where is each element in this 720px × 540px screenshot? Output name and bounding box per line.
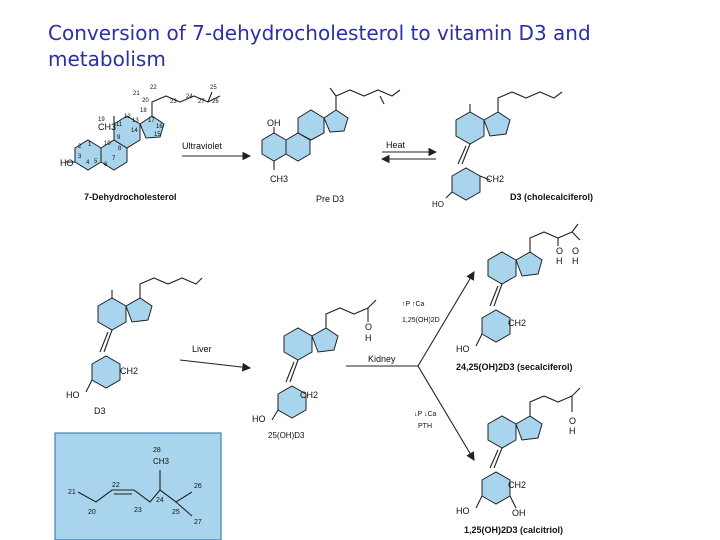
atom-number: 27 (194, 519, 202, 526)
atom-number: 10 (104, 141, 111, 147)
structure-d3-cholecalciferol (445, 91, 563, 201)
atom-number: 21 (133, 91, 140, 97)
atom-label: HO (66, 390, 80, 400)
compound-label-24-25: 24,25(OH)2D3 (secalciferol) (456, 362, 573, 372)
atom-number: 26 (212, 99, 219, 105)
arrow-label-ultraviolet: Ultraviolet (182, 141, 223, 151)
atom-label: H (365, 333, 372, 343)
atom-number: 22 (150, 85, 157, 91)
atom-number: 17 (148, 118, 155, 124)
atom-label: H (556, 256, 563, 266)
arrow-kidney-up (417, 271, 475, 367)
atom-label: HO (456, 344, 470, 354)
inset-side-chain (54, 432, 222, 540)
atom-number: 12 (124, 114, 131, 120)
structure-7-dehydrocholesterol (66, 91, 221, 171)
compound-label-7dhc: 7-Dehydrocholesterol (84, 192, 177, 202)
atom-number: 11 (116, 122, 123, 128)
atom-label: OH (512, 508, 526, 518)
atom-number: 19 (98, 117, 105, 123)
atom-number: 27 (198, 99, 205, 105)
atom-label: O (365, 322, 372, 332)
atom-label: OH (267, 118, 281, 128)
atom-number: 28 (153, 447, 161, 454)
atom-number: 6 (104, 162, 108, 168)
arrow-label-kidney: Kidney (368, 354, 396, 364)
compound-label-1-25: 1,25(OH)2D3 (calcitriol) (464, 525, 563, 535)
atom-label: H (572, 256, 579, 266)
atom-number: 1 (88, 142, 92, 148)
arrow-label-heat: Heat (386, 140, 406, 150)
compound-label-d3-lower: D3 (94, 406, 106, 416)
structure-24-25-oh2d3 (475, 223, 581, 347)
compound-label-pre-d3: Pre D3 (316, 194, 344, 204)
compound-label-d3: D3 (cholecalciferol) (510, 192, 593, 202)
atom-label: O (556, 246, 563, 256)
atom-number: 21 (68, 489, 76, 496)
atom-label: CH2 (486, 174, 504, 184)
atom-number: 8 (118, 146, 122, 152)
structure-1-25-oh2d3 (475, 387, 581, 509)
atom-label: O (572, 246, 579, 256)
arrow-label-liver: Liver (192, 344, 212, 354)
atom-number: 23 (170, 99, 177, 105)
structure-d3 (85, 277, 203, 393)
atom-number: 14 (131, 128, 138, 134)
compound-label-25ohd3: 25(OH)D3 (268, 431, 305, 440)
atom-label: CH3 (98, 122, 116, 132)
atom-number: 13 (132, 118, 139, 124)
atom-number: 16 (156, 124, 163, 130)
atom-label: HO (456, 506, 470, 516)
regulator-label-down: ↓P ↓Ca (414, 411, 437, 418)
atom-number: 9 (117, 135, 121, 141)
atom-number: 18 (140, 108, 147, 114)
atom-number: 24 (156, 497, 164, 504)
atom-label: CH2 (120, 366, 138, 376)
atom-number: 20 (88, 509, 96, 516)
atom-label: CH2 (508, 318, 526, 328)
atom-label: CH2 (508, 480, 526, 490)
structure-pre-d3 (261, 87, 401, 170)
atom-label: H (569, 426, 576, 436)
atom-label: HO (432, 200, 444, 209)
atom-label: CH3 (270, 174, 288, 184)
atom-label: CH3 (153, 457, 170, 466)
atom-number: 20 (142, 98, 149, 104)
structure-25ohd3 (271, 299, 377, 421)
page-title: Conversion of 7-dehydrocholesterol to vi… (48, 21, 591, 71)
regulator-label-125: 1,25(OH)2D (402, 317, 440, 324)
atom-number: 2 (78, 144, 82, 150)
regulator-label-up: ↑P ↑Ca (402, 301, 425, 308)
atom-number: 22 (112, 482, 120, 489)
atom-number: 3 (78, 154, 82, 160)
atom-number: 25 (210, 85, 217, 91)
atom-number: 15 (154, 132, 161, 138)
atom-number: 23 (134, 507, 142, 514)
atom-label: O (569, 416, 576, 426)
atom-number: 7 (112, 156, 116, 162)
regulator-label-pth: PTH (418, 423, 432, 430)
arrow-liver (179, 359, 252, 372)
atom-label: HO (252, 414, 266, 424)
atom-label: CH2 (300, 390, 318, 400)
atom-number: 26 (194, 483, 202, 490)
atom-number: 4 (86, 160, 90, 166)
atom-number: 25 (172, 509, 180, 516)
arrow-kidney-down (417, 365, 475, 461)
atom-number: 24 (186, 94, 193, 100)
atom-label: HO (60, 158, 74, 168)
atom-number: 5 (94, 159, 98, 165)
